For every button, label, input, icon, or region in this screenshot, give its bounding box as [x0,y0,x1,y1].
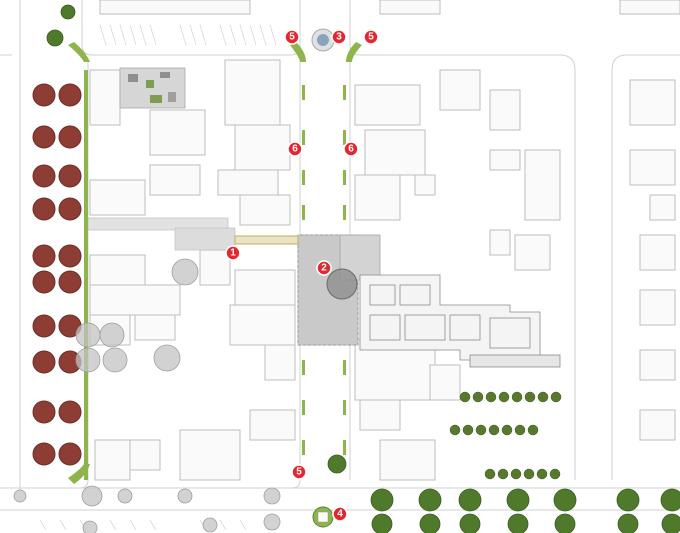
existing-trees [13,258,281,533]
marker-3[interactable]: 3 [331,29,347,45]
marker-5c-label: 5 [296,467,302,478]
planting-strips [68,42,362,484]
east-complex [359,274,561,368]
west-passage [87,217,299,251]
street-trees [32,83,82,466]
marker-6a[interactable]: 6 [287,141,303,157]
marker-2[interactable]: 2 [316,260,332,276]
tree-rows [449,391,562,480]
park-trees [46,4,680,533]
marker-6b[interactable]: 6 [343,141,359,157]
top-buildings [99,0,680,15]
buildings-east [354,69,676,481]
north-feature [311,28,335,52]
marker-1[interactable]: 1 [225,245,241,261]
marker-5b-label: 5 [368,32,374,43]
marker-6a-label: 6 [292,144,298,155]
parking-hatch [39,24,277,531]
marker-2-label: 2 [321,263,327,274]
north-pocket-plaza [119,67,186,109]
marker-5a[interactable]: 5 [284,29,300,45]
marker-4[interactable]: 4 [332,506,348,522]
marker-4-label: 4 [337,509,343,520]
south-feature [312,506,334,528]
marker-6b-label: 6 [348,144,354,155]
marker-5c[interactable]: 5 [291,464,307,480]
plaza-tree [326,268,358,300]
marker-5b[interactable]: 5 [363,29,379,45]
marker-1-label: 1 [230,248,236,259]
marker-5a-label: 5 [289,32,295,43]
marker-3-label: 3 [336,32,342,43]
